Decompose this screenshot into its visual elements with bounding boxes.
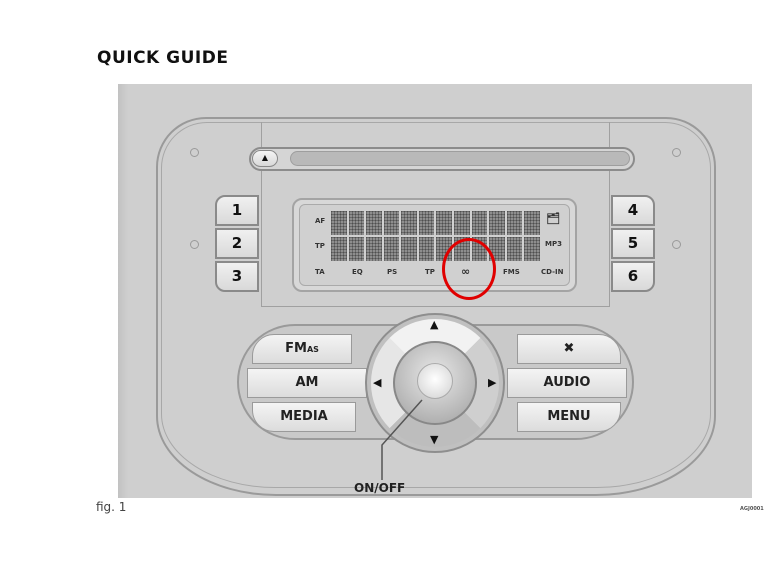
- indicator-mp3: MP3: [545, 240, 562, 248]
- dpad-left-button[interactable]: ◀: [373, 376, 382, 389]
- fm-label: FM: [285, 341, 307, 356]
- preset-button-3[interactable]: 3: [215, 261, 259, 292]
- faceplate-shadow: [118, 84, 128, 498]
- indicator-cd-in: CD-IN: [541, 268, 564, 276]
- indicator-fms: FMS: [503, 268, 520, 276]
- indicator-ta: TA: [315, 268, 325, 276]
- screw-hole-icon: [190, 148, 199, 157]
- dpad-right-button[interactable]: ▶: [488, 376, 497, 389]
- dpad-down-button[interactable]: ▼: [430, 433, 439, 446]
- fm-as-label: AS: [306, 345, 319, 354]
- preset-button-5[interactable]: 5: [611, 228, 655, 259]
- preset-button-1[interactable]: 1: [215, 195, 259, 226]
- figure-caption: fig. 1: [96, 500, 127, 514]
- screw-hole-icon: [190, 240, 199, 249]
- figure-code: AGJ0001: [740, 506, 764, 512]
- media-button[interactable]: MEDIA: [252, 402, 356, 432]
- fm-button[interactable]: FMAS: [252, 334, 352, 364]
- preset-button-2[interactable]: 2: [215, 228, 259, 259]
- menu-button[interactable]: MENU: [517, 402, 621, 432]
- eject-button[interactable]: ▲: [252, 150, 278, 167]
- screw-hole-icon: [672, 148, 681, 157]
- dpad-up-button[interactable]: ▲: [430, 318, 439, 331]
- eject-icon: ▲: [261, 153, 269, 162]
- on-off-callout: ON/OFF: [354, 481, 406, 495]
- indicator-tp-bottom: TP: [425, 268, 435, 276]
- highlight-circle: [442, 238, 496, 300]
- knob-center[interactable]: [417, 363, 453, 399]
- lcd-matrix: [331, 211, 540, 261]
- cd-slot: [290, 151, 630, 166]
- audio-button[interactable]: AUDIO: [507, 368, 627, 398]
- folder-icon: 🗂: [546, 212, 560, 225]
- indicator-tp: TP: [315, 242, 325, 250]
- center-panel: [261, 122, 610, 307]
- preset-button-4[interactable]: 4: [611, 195, 655, 226]
- preset-button-6[interactable]: 6: [611, 261, 655, 292]
- radio-bezel-inner: [161, 122, 711, 488]
- mute-button[interactable]: ✖: [517, 334, 621, 364]
- screw-hole-icon: [672, 240, 681, 249]
- indicator-af: AF: [315, 217, 326, 225]
- radio-bezel: [156, 117, 716, 496]
- indicator-ps: PS: [387, 268, 398, 276]
- am-button[interactable]: AM: [247, 368, 367, 398]
- mute-icon: ✖: [563, 341, 575, 356]
- indicator-eq: EQ: [352, 268, 363, 276]
- callout-leader-line: [381, 399, 423, 480]
- page-title: QUICK GUIDE: [97, 48, 229, 68]
